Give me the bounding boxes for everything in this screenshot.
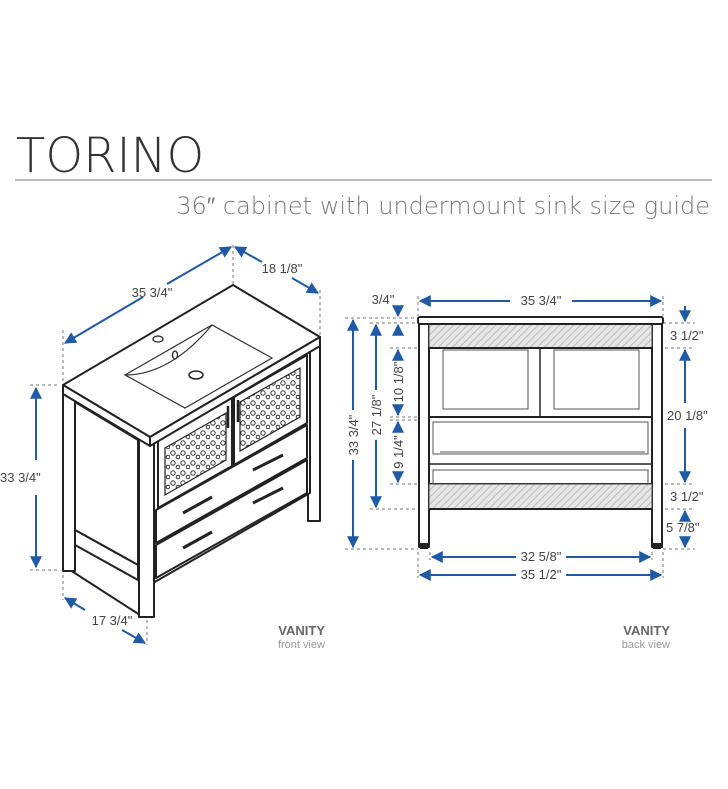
dim-lower-rail: 3 1/2" bbox=[670, 489, 704, 504]
front-view-sublabel: front view bbox=[278, 639, 325, 651]
dim-outer-width: 35 1/2" bbox=[521, 567, 562, 582]
back-view-drawing bbox=[345, 296, 695, 578]
dim-upper-rail: 3 1/2" bbox=[670, 328, 704, 343]
dim-inner-width: 32 5/8" bbox=[521, 549, 562, 564]
dim-total-height: 33 3/4" bbox=[346, 414, 361, 455]
back-view-label: VANITY bbox=[623, 623, 670, 638]
page-title: TORINO bbox=[16, 128, 204, 184]
page-subtitle: 36″ cabinet with undermount sink size gu… bbox=[176, 192, 710, 220]
front-view-label: VANITY bbox=[278, 623, 325, 638]
dim-depth: 18 1/8" bbox=[262, 261, 303, 276]
dim-top-thickness: 3/4" bbox=[372, 292, 395, 307]
dim-height: 33 3/4" bbox=[0, 470, 41, 485]
dim-door-height: 10 1/8" bbox=[391, 361, 406, 402]
dim-body-height: 20 1/8" bbox=[667, 408, 708, 423]
dim-top-width: 35 3/4" bbox=[521, 293, 562, 308]
front-view-drawing bbox=[30, 245, 321, 645]
back-view-sublabel: back view bbox=[622, 639, 670, 651]
dim-leg-depth: 17 3/4" bbox=[92, 613, 133, 628]
dim-drawer-height: 9 1/4" bbox=[391, 435, 406, 469]
dim-cabinet-height: 27 1/8" bbox=[369, 394, 384, 435]
dim-width: 35 3/4" bbox=[132, 285, 173, 300]
dim-leg-height: 5 7/8" bbox=[666, 520, 700, 535]
